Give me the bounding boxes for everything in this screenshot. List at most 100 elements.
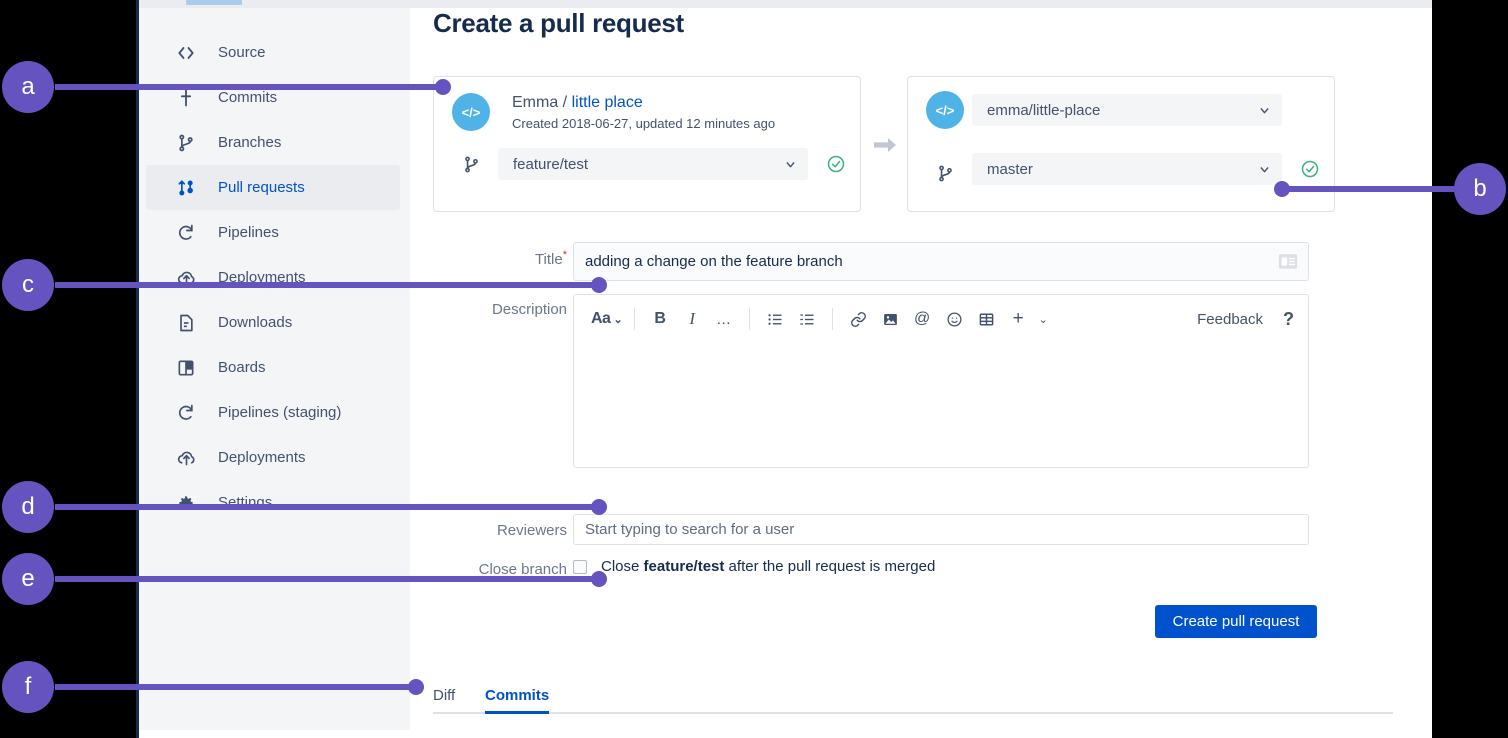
close-branch-row: Close feature/test after the pull reques… — [573, 558, 935, 575]
table-icon[interactable] — [973, 304, 999, 334]
description-label: Description — [491, 301, 567, 318]
pipelines-icon — [174, 221, 198, 245]
chevron-down-icon — [784, 158, 797, 171]
italic-button[interactable]: I — [689, 309, 695, 328]
source-repo-title: Emma / little place — [512, 94, 643, 112]
callout-line-c — [55, 282, 603, 288]
app-window: Source Commits Branches Pull requests — [136, 0, 1432, 738]
arrow-right-icon — [873, 134, 901, 156]
commit-icon — [174, 86, 198, 110]
reviewers-input[interactable]: Start typing to search for a user — [573, 514, 1309, 545]
sidebar-item-boards[interactable]: Boards — [146, 345, 400, 390]
callout-badge-e: e — [2, 553, 54, 605]
sidebar-item-label: Source — [218, 44, 266, 61]
close-branch-text: Close feature/test after the pull reques… — [601, 558, 935, 575]
chevron-down-icon — [1258, 104, 1271, 117]
sidebar-item-pipelines[interactable]: Pipelines — [146, 210, 400, 255]
window-left-border — [136, 0, 139, 738]
create-pull-request-button[interactable]: Create pull request — [1155, 605, 1317, 638]
numbered-list-icon[interactable] — [794, 304, 820, 334]
destination-branch-value: master — [987, 160, 1033, 178]
sidebar-item-label: Commits — [218, 89, 278, 106]
destination-branch-select[interactable]: master — [972, 153, 1282, 185]
chevron-down-icon[interactable]: ⌄ — [1038, 313, 1048, 326]
help-icon[interactable]: ? — [1283, 308, 1294, 329]
sidebar-item-pipelines-staging[interactable]: Pipelines (staging) — [146, 390, 400, 435]
source-repo-panel: </> Emma / little place Created 2018-06-… — [433, 76, 861, 212]
sidebar-item-downloads[interactable]: Downloads — [146, 300, 400, 345]
gear-icon — [174, 491, 198, 515]
callout-badge-b: b — [1454, 163, 1506, 215]
browser-tab-chip — [186, 0, 242, 5]
callout-dot-c — [591, 277, 607, 293]
callout-badge-a: a — [2, 61, 54, 113]
insert-button[interactable]: + — [1012, 308, 1024, 329]
emoji-icon[interactable] — [941, 304, 967, 334]
close-text-branch: feature/test — [643, 558, 725, 575]
pull-request-icon — [174, 176, 198, 200]
callout-line-a — [55, 84, 447, 90]
chevron-down-icon — [1258, 163, 1271, 176]
reviewers-placeholder: Start typing to search for a user — [585, 521, 795, 538]
source-repo-owner: Emma — [512, 94, 559, 111]
sidebar-item-branches[interactable]: Branches — [146, 120, 400, 165]
toolbar-divider — [634, 308, 636, 330]
title-label: Title* — [534, 249, 567, 268]
description-textarea[interactable] — [574, 343, 1308, 463]
sidebar-item-label: Branches — [218, 134, 282, 151]
destination-repo-select[interactable]: emma/little-place — [972, 94, 1282, 126]
bullet-list-icon[interactable] — [762, 304, 788, 334]
close-branch-label: Close branch — [478, 561, 567, 578]
tab-diff[interactable]: Diff — [433, 686, 456, 704]
card-icon[interactable] — [1278, 253, 1298, 271]
feedback-link[interactable]: Feedback — [1197, 310, 1263, 328]
source-repo-separator: / — [558, 94, 572, 111]
bold-button[interactable]: B — [654, 310, 666, 327]
repo-avatar-icon: </> — [926, 91, 964, 129]
callout-dot-f — [408, 679, 424, 695]
window-top-strip — [136, 0, 1432, 8]
title-input[interactable]: adding a change on the feature branch — [573, 242, 1309, 281]
callout-badge-f: f — [2, 661, 54, 713]
title-input-value: adding a change on the feature branch — [585, 253, 843, 270]
callout-dot-d — [591, 499, 607, 515]
tab-commits[interactable]: Commits — [485, 676, 550, 714]
callout-line-f — [55, 684, 418, 690]
required-marker: * — [562, 249, 567, 261]
callout-badge-c: c — [2, 259, 54, 311]
branch-icon — [933, 161, 957, 185]
sidebar-item-deployments-2[interactable]: Deployments — [146, 435, 400, 480]
callout-dot-e — [591, 571, 607, 587]
sidebar-item-deployments[interactable]: Deployments — [146, 255, 400, 300]
sidebar-item-commits[interactable]: Commits — [146, 75, 400, 120]
close-text-post: after the pull request is merged — [724, 558, 936, 575]
pipelines-icon — [174, 401, 198, 425]
callout-dot-a — [435, 79, 451, 95]
destination-repo-value: emma/little-place — [987, 101, 1101, 119]
callout-dot-b — [1274, 181, 1290, 197]
text-style-button[interactable]: Aa⌄ — [591, 310, 623, 327]
callout-line-d — [55, 504, 603, 510]
source-repo-meta: Created 2018-06-27, updated 12 minutes a… — [512, 116, 776, 131]
sidebar-item-label: Downloads — [218, 314, 293, 331]
description-editor[interactable]: Aa⌄ B I … — [573, 294, 1309, 468]
sidebar: Source Commits Branches Pull requests — [136, 8, 410, 730]
source-repo-link[interactable]: little place — [571, 94, 643, 111]
reviewers-label: Reviewers — [496, 522, 567, 539]
source-branch-value: feature/test — [513, 155, 589, 173]
sidebar-item-pull-requests[interactable]: Pull requests — [146, 165, 400, 210]
sidebar-item-settings[interactable]: Settings — [146, 480, 400, 525]
link-icon[interactable] — [845, 304, 871, 334]
image-icon[interactable] — [877, 304, 903, 334]
mention-icon[interactable]: @ — [914, 310, 931, 327]
boards-icon — [174, 356, 198, 380]
branch-icon — [459, 152, 483, 176]
sidebar-item-source[interactable]: Source — [146, 30, 400, 75]
source-branch-select[interactable]: feature/test — [498, 148, 808, 180]
page-title: Create a pull request — [433, 8, 684, 38]
close-branch-checkbox[interactable] — [573, 559, 587, 574]
branch-icon — [174, 131, 198, 155]
callout-line-b — [1288, 186, 1454, 192]
more-formatting-button[interactable]: … — [716, 310, 733, 328]
sidebar-item-label: Pull requests — [218, 179, 305, 196]
